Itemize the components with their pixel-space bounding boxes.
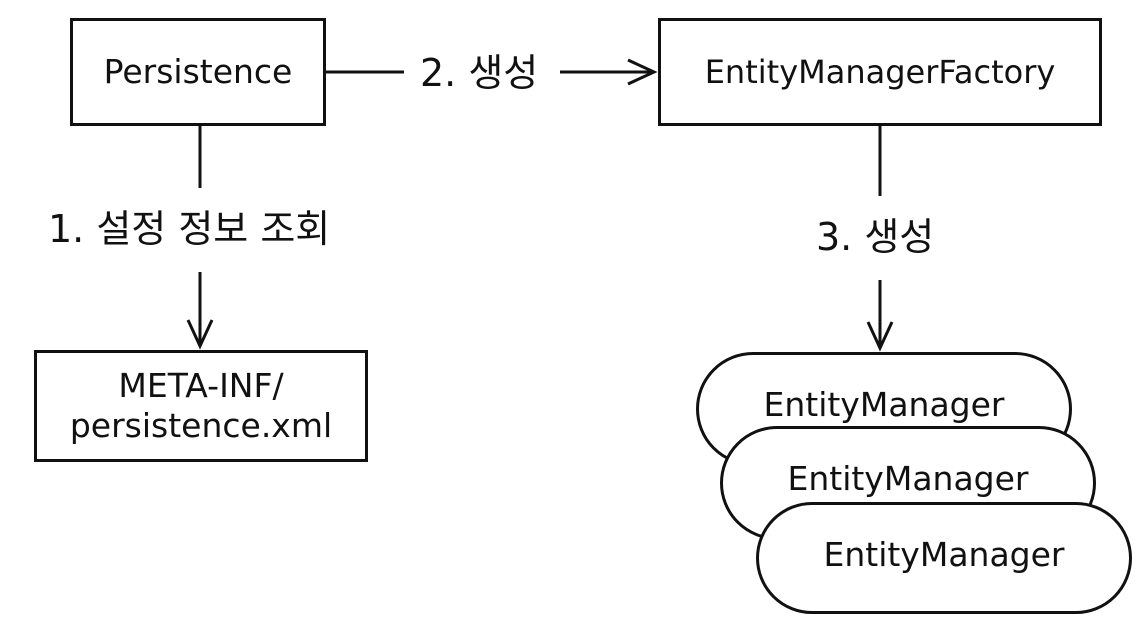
- persistence-xml-node: META-INF/ persistence.xml: [34, 350, 368, 462]
- step3-label: 3. 생성: [816, 215, 935, 259]
- entity-manager-node-3: EntityManager: [756, 502, 1132, 614]
- entity-manager-label-3: EntityManager: [823, 535, 1065, 574]
- step2-arrowhead: [627, 58, 658, 86]
- step1-arrowhead: [186, 319, 214, 350]
- step3-arrowhead: [866, 321, 894, 352]
- meta-inf-label: META-INF/: [118, 366, 284, 406]
- entity-manager-factory-label: EntityManagerFactory: [704, 52, 1056, 91]
- entity-manager-label-1: EntityManager: [763, 385, 1005, 424]
- step1-label: 1. 설정 정보 조회: [48, 207, 331, 251]
- entity-manager-factory-node: EntityManagerFactory: [658, 18, 1102, 126]
- persistence-xml-label: persistence.xml: [69, 406, 333, 445]
- entity-manager-label-2: EntityManager: [787, 459, 1029, 498]
- persistence-node: Persistence: [70, 18, 326, 126]
- step2-label: 2. 생성: [414, 54, 545, 92]
- persistence-label: Persistence: [103, 52, 293, 92]
